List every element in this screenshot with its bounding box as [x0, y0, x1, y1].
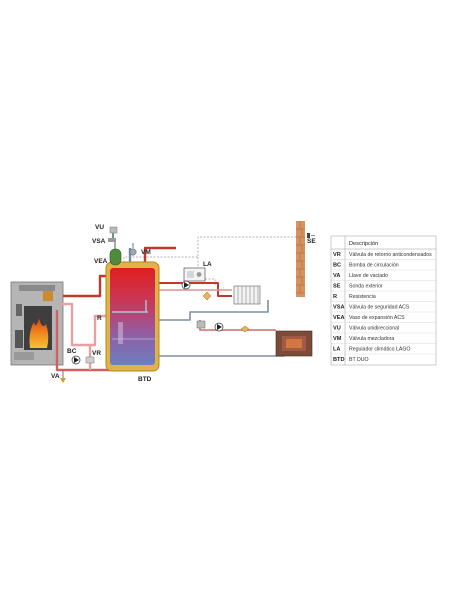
outdoor-sensor-icon	[307, 233, 315, 238]
legend-desc: Vaso de expansión ACS	[349, 315, 405, 321]
legend-desc: Válvula unidireccional	[349, 326, 399, 332]
climate-regulator	[183, 267, 206, 282]
label-btd: BTD	[138, 376, 152, 383]
label-vu: VU	[95, 224, 104, 231]
circulation-pump	[71, 355, 81, 365]
legend-code: VM	[333, 336, 342, 342]
legend-row: VM Válvula mezcladora	[331, 336, 436, 344]
legend-code: VEA	[333, 315, 345, 321]
expansion-vessel	[109, 242, 122, 266]
brick-wall	[296, 221, 305, 297]
label-vr: VR	[92, 350, 101, 357]
return-valve-icon	[85, 356, 95, 364]
legend-desc: Bomba de circulación	[349, 263, 399, 269]
legend-row: BC Bomba de circulación	[331, 263, 436, 271]
legend-row: SE Sonda exterior	[331, 284, 436, 292]
pipes	[55, 246, 285, 372]
storage-tank	[105, 261, 160, 372]
legend-code: VSA	[333, 305, 345, 311]
label-r: R	[97, 315, 102, 322]
legend-code: VR	[333, 252, 341, 258]
legend-code: VU	[333, 326, 341, 332]
legend-desc: Resistencia	[349, 294, 376, 300]
floor-pump	[214, 322, 224, 332]
legend-row: VEA Vaso de expansión ACS	[331, 315, 436, 323]
drain-valve-icon	[60, 370, 66, 383]
legend-code: VA	[333, 273, 340, 279]
radiator-pump	[181, 280, 191, 290]
legend-row: BTD BT DUO	[333, 357, 369, 363]
label-va: VA	[51, 373, 60, 380]
legend-header: Descripción	[349, 241, 378, 247]
legend-desc: Regulador climático LAGO	[349, 347, 410, 353]
boiler	[10, 281, 64, 366]
mixing-valve-icon	[129, 243, 137, 256]
legend-desc: Válvula mezcladora	[349, 336, 394, 342]
label-la: LA	[203, 261, 212, 268]
legend-code: BTD	[333, 357, 345, 363]
legend-desc: Llave de vaciado	[349, 273, 388, 279]
valve-icon	[202, 291, 250, 333]
legend-desc: BT DUO	[349, 357, 369, 363]
legend-desc: Sonda exterior	[349, 284, 383, 290]
label-bc: BC	[67, 348, 77, 355]
legend-row: VA Llave de vaciado	[331, 273, 436, 281]
legend-row: VSA Válvula de seguridad ACS	[331, 305, 436, 313]
legend-row: VR Válvula de retorno anticondensados	[331, 252, 436, 260]
legend-code: LA	[333, 347, 340, 353]
floor-mixing-valve-icon	[196, 320, 206, 329]
label-se: SE	[307, 238, 316, 245]
label-vm: VM	[141, 249, 151, 256]
legend-desc: Válvula de retorno anticondensados	[349, 252, 432, 258]
label-vsa: VSA	[92, 238, 106, 245]
legend-code: SE	[333, 284, 341, 290]
label-vea: VEA	[94, 258, 108, 265]
legend-table: Descripción VR Válvula de retorno antico…	[330, 235, 437, 366]
legend-row: LA Regulador climático LAGO	[331, 347, 436, 355]
legend-row: VU Válvula unidireccional	[331, 326, 436, 334]
legend-row: R Resistencia	[331, 294, 436, 302]
legend-code: BC	[333, 263, 341, 269]
radiator	[233, 285, 261, 305]
safety-valve-icon	[108, 238, 116, 242]
legend-code: R	[333, 294, 337, 300]
fireplace-unit	[275, 330, 313, 357]
legend-desc: Válvula de seguridad ACS	[349, 305, 410, 311]
